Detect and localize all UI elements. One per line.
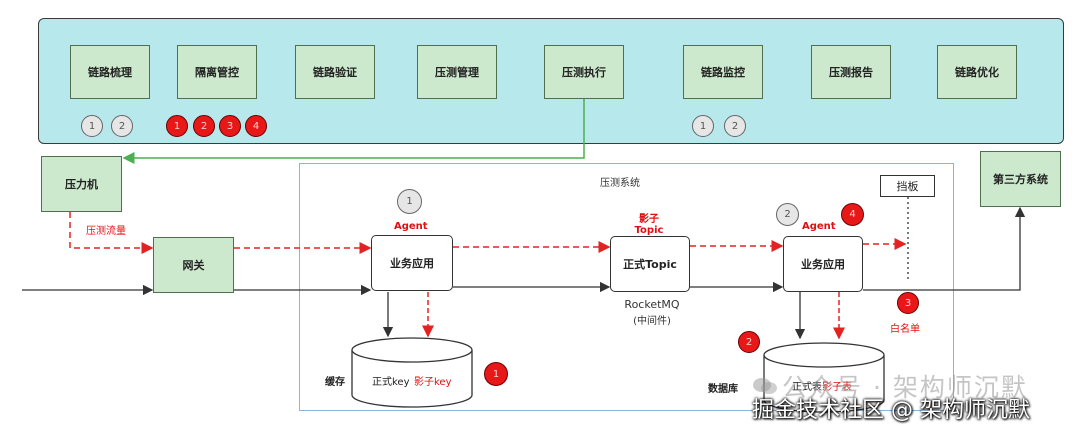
agent-label: Agent <box>802 221 836 232</box>
formal-topic[interactable]: 正式Topic <box>610 236 690 292</box>
db-formal-table: 正式表 <box>792 382 822 393</box>
watermark-juejin: 掘金技术社区 @ 架构师沉默 <box>752 398 1030 423</box>
whitelist-label: 白名单 <box>890 324 920 335</box>
cache-label: 缓存 <box>325 377 345 388</box>
badge-red: 2 <box>738 331 760 353</box>
pressure-machine[interactable]: 压力机 <box>41 156 122 212</box>
badge-grey: 1 <box>692 115 714 137</box>
baffle-label: 挡板 <box>896 180 919 193</box>
step-test-report[interactable]: 压测报告 <box>811 45 891 99</box>
gateway[interactable]: 网关 <box>153 237 234 293</box>
step-label: 压测管理 <box>435 66 479 79</box>
badge-red: 3 <box>897 292 919 314</box>
badge-grey: 2 <box>724 115 746 137</box>
pressure-traffic-label: 压测流量 <box>86 226 126 237</box>
step-label: 链路梳理 <box>88 66 132 79</box>
badge-grey: 1 <box>397 189 422 214</box>
badge-grey: 2 <box>111 115 133 137</box>
shadow-topic-line: 影子 <box>639 214 659 225</box>
badge-red: 2 <box>193 115 215 137</box>
step-label: 链路优化 <box>955 66 999 79</box>
business-app-label: 业务应用 <box>390 257 434 270</box>
shadow-topic-line: Topic <box>634 225 664 236</box>
step-label: 隔离管控 <box>195 66 239 79</box>
business-app-label: 业务应用 <box>801 258 845 271</box>
db-label: 数据库 <box>708 384 738 395</box>
badge-grey: 2 <box>776 203 799 226</box>
system-title: 压测系统 <box>600 178 640 189</box>
third-party-label: 第三方系统 <box>993 173 1048 186</box>
step-isolation-control[interactable]: 隔离管控 <box>177 45 257 99</box>
step-test-management[interactable]: 压测管理 <box>417 45 497 99</box>
database-cylinder <box>763 342 885 413</box>
badge-red: 3 <box>219 115 241 137</box>
gateway-label: 网关 <box>182 259 205 272</box>
control-line <box>122 99 585 164</box>
step-label: 链路监控 <box>701 66 745 79</box>
baffle[interactable]: 挡板 <box>880 175 935 197</box>
third-party-system[interactable]: 第三方系统 <box>980 151 1061 207</box>
step-label: 压测报告 <box>829 66 873 79</box>
agent-label: Agent <box>394 221 428 232</box>
watermark-official: 公众号 · 架构师沉默 <box>782 373 1028 402</box>
cache-cylinder <box>351 337 473 408</box>
formal-topic-label: 正式Topic <box>623 258 677 271</box>
step-label: 链路验证 <box>313 66 357 79</box>
test-system-boundary <box>299 163 954 411</box>
step-test-execution[interactable]: 压测执行 <box>544 45 624 99</box>
cache-shadow-key: 影子key <box>414 377 452 388</box>
business-app-2[interactable]: 业务应用 <box>783 236 863 292</box>
business-app-1[interactable]: 业务应用 <box>371 235 453 291</box>
rocketmq-label: RocketMQ <box>624 298 680 311</box>
db-shadow-table: 影子表 <box>822 382 852 393</box>
badge-red: 4 <box>841 203 864 226</box>
step-link-sort[interactable]: 链路梳理 <box>70 45 150 99</box>
shadow-topic-label: 影子 Topic <box>634 214 664 236</box>
step-label: 压测执行 <box>562 66 606 79</box>
badge-red: 1 <box>166 115 188 137</box>
wechat-icon <box>753 378 777 394</box>
badge-grey: 1 <box>81 115 103 137</box>
traffic-line <box>69 212 154 254</box>
cache-formal-key: 正式key <box>372 377 410 388</box>
normal-line <box>863 206 1026 291</box>
step-link-optimize[interactable]: 链路优化 <box>937 45 1017 99</box>
badge-red: 1 <box>484 362 508 386</box>
middleware-label: (中间件) <box>633 316 671 327</box>
step-link-monitor[interactable]: 链路监控 <box>683 45 763 99</box>
step-link-verify[interactable]: 链路验证 <box>295 45 375 99</box>
badge-red: 4 <box>245 115 267 137</box>
pressure-machine-label: 压力机 <box>65 178 98 191</box>
